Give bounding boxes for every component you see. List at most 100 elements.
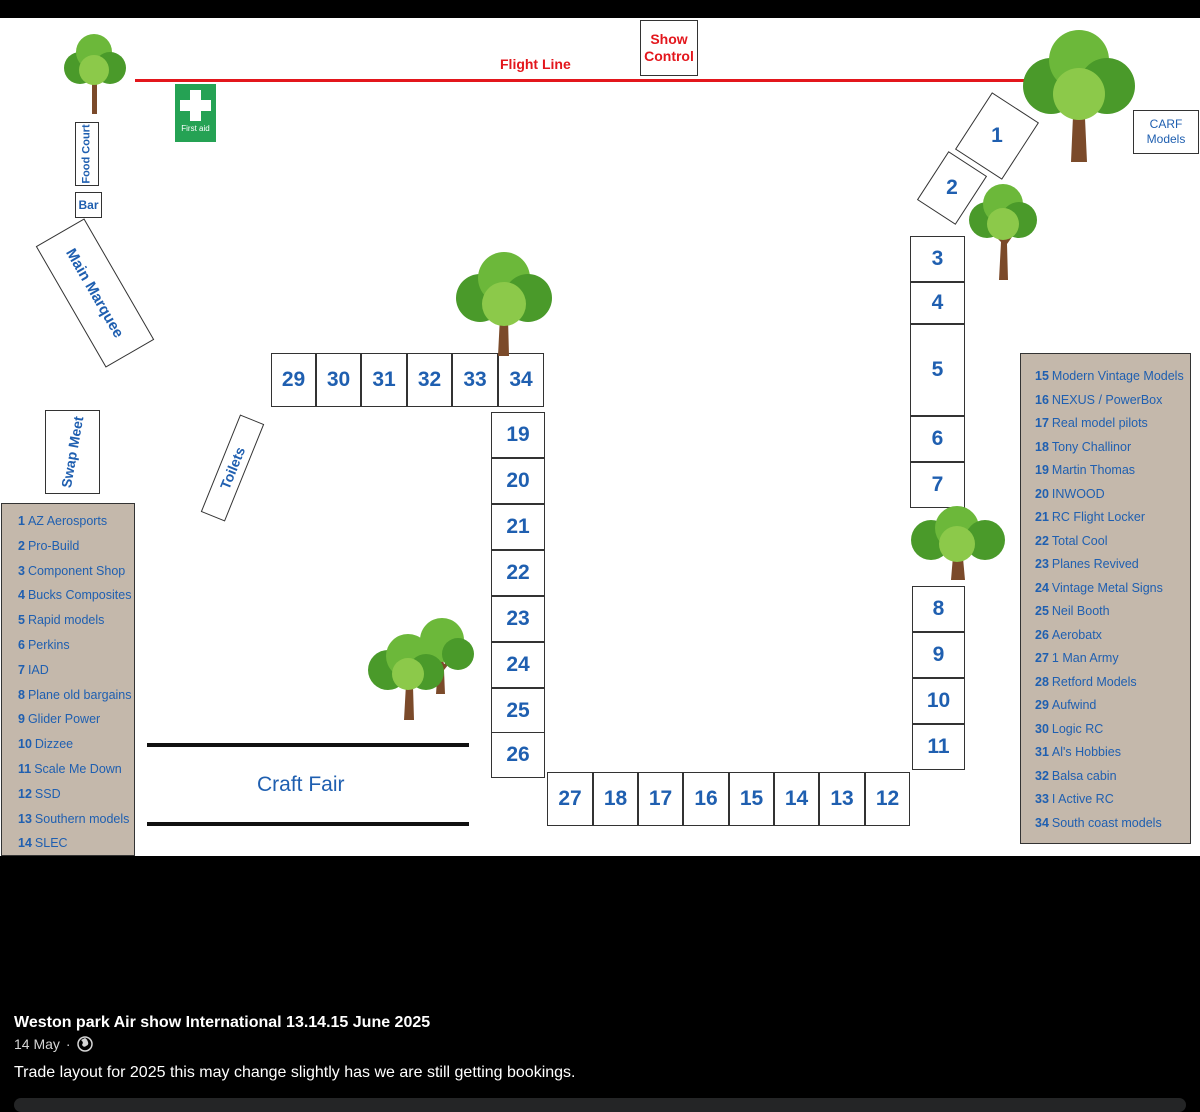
legend-item-name: Rapid models: [27, 613, 105, 628]
legend-item-number: 22: [1035, 533, 1049, 548]
legend-item-number: 33: [1035, 792, 1049, 806]
comment-bar[interactable]: [14, 1098, 1186, 1112]
stall-21: 21: [491, 504, 545, 550]
craft-fair-line-top: [147, 743, 469, 747]
legend-item-number: 17: [1035, 416, 1049, 430]
show-control-label-line1: Show: [650, 31, 688, 47]
legend-item-number: 20: [1035, 486, 1049, 501]
stall-15: 15: [729, 772, 774, 826]
stall-27: 27: [547, 772, 593, 826]
legend-item-number: 34: [1035, 815, 1049, 830]
legend-item-number: 1: [18, 514, 25, 528]
craft-fair-line-bottom: [147, 822, 469, 826]
legend-item-number: 2: [18, 538, 25, 553]
legend-item-name: AZ Aerosports: [27, 514, 108, 528]
legend-item-name: Perkins: [27, 637, 70, 652]
legend-item-name: South coast models: [1051, 815, 1162, 830]
tree-icon: [969, 184, 1037, 280]
food-court-label: Food Court: [81, 124, 94, 184]
legend-item-name: Real model pilots: [1051, 416, 1148, 430]
legend-item-number: 4: [18, 588, 25, 603]
legend-item-number: 10: [18, 737, 32, 752]
legend-item-number: 24: [1035, 580, 1049, 595]
legend-item-name: Logic RC: [1051, 721, 1104, 736]
legend-item-number: 9: [18, 712, 25, 727]
flight-line-label: Flight Line: [500, 56, 571, 72]
bar-area: Bar: [75, 192, 102, 218]
legend-item-number: 19: [1035, 463, 1049, 477]
stall-24: 24: [491, 642, 545, 688]
main-marquee-area: Main Marquee: [35, 218, 155, 368]
stall-16: 16: [683, 772, 729, 826]
stall-25: 25: [491, 688, 545, 734]
legend-item-number: 21: [1035, 510, 1049, 524]
legend-item-number: 18: [1035, 439, 1049, 454]
legend-item-number: 5: [18, 613, 25, 628]
stall-2-number: 2: [946, 176, 958, 199]
carf-models-area: CARF Models: [1133, 110, 1199, 154]
food-court-area: Food Court: [75, 122, 99, 186]
legend-item-name: Total Cool: [1051, 533, 1108, 548]
stall-34: 34: [498, 353, 544, 407]
main-marquee-label: Main Marquee: [62, 245, 128, 341]
legend-item-number: 27: [1035, 651, 1049, 665]
stall-6: 6: [910, 416, 965, 462]
legend-item-name: Bucks Composites: [27, 588, 132, 603]
legend-item-name: Modern Vintage Models: [1051, 369, 1184, 383]
legend-item-name: RC Flight Locker: [1051, 510, 1145, 524]
stall-5: 5: [910, 324, 965, 416]
legend-item-name: Plane old bargains: [27, 687, 132, 702]
legend-item-number: 14: [18, 836, 32, 851]
tree-icon: [368, 618, 474, 720]
globe-icon: [76, 1036, 93, 1052]
stall-14: 14: [774, 772, 819, 826]
post-title: Weston park Air show International 13.14…: [14, 1014, 431, 1031]
legend-item-name: SLEC: [34, 836, 68, 851]
carf-models-label-line1: CARF: [1149, 117, 1183, 131]
legend-item-name: INWOOD: [1051, 486, 1105, 501]
legend-item-name: Al's Hobbies: [1051, 745, 1121, 759]
legend-item-number: 28: [1035, 674, 1049, 689]
stall-9: 9: [912, 632, 965, 678]
legend-item-number: 29: [1035, 698, 1049, 712]
post-date[interactable]: 14 May: [14, 1036, 60, 1052]
legend-item-number: 16: [1035, 392, 1049, 407]
legend-item-name: Southern models: [34, 811, 130, 826]
post-text: Trade layout for 2025 this may change sl…: [14, 1064, 576, 1081]
stall-11: 11: [912, 724, 965, 770]
legend-item-number: 32: [1035, 768, 1049, 783]
legend-item-number: 26: [1035, 627, 1049, 642]
stall-8: 8: [912, 586, 965, 632]
legend-item-name: Scale Me Down: [34, 761, 122, 776]
swap-meet-label: Swap Meet: [58, 414, 87, 490]
first-aid-box: First aid: [175, 84, 216, 142]
legend-item-name: Aufwind: [1051, 698, 1097, 712]
legend-item-number: 23: [1035, 557, 1049, 571]
toilets-label: Toilets: [216, 444, 249, 492]
